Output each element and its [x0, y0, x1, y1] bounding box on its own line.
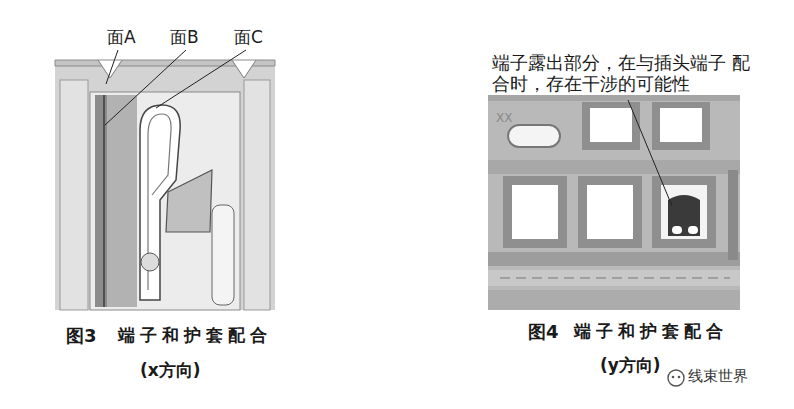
caption-text: 端子和护套配合 — [118, 326, 272, 346]
note-text: 端子露出部分，在与插头端子 配合时，存在干涉的可能性 — [492, 52, 762, 94]
figure-number: 图3 — [66, 326, 97, 347]
caption-text: (x方向) — [140, 361, 201, 381]
housing-section — [55, 50, 275, 310]
caption-text: (y方向) — [600, 356, 661, 376]
connector-front — [488, 95, 740, 310]
wechat-icon — [668, 370, 684, 386]
surface-label: 面A — [107, 28, 136, 48]
surface-label: 面B — [170, 28, 199, 48]
caption-text: 端子和护套配合 — [574, 322, 728, 342]
surface-label: 面C — [234, 28, 263, 48]
figure-number: 图4 — [528, 322, 559, 343]
part-marking: XX — [496, 112, 512, 126]
watermark: 线束世界 — [688, 368, 748, 385]
